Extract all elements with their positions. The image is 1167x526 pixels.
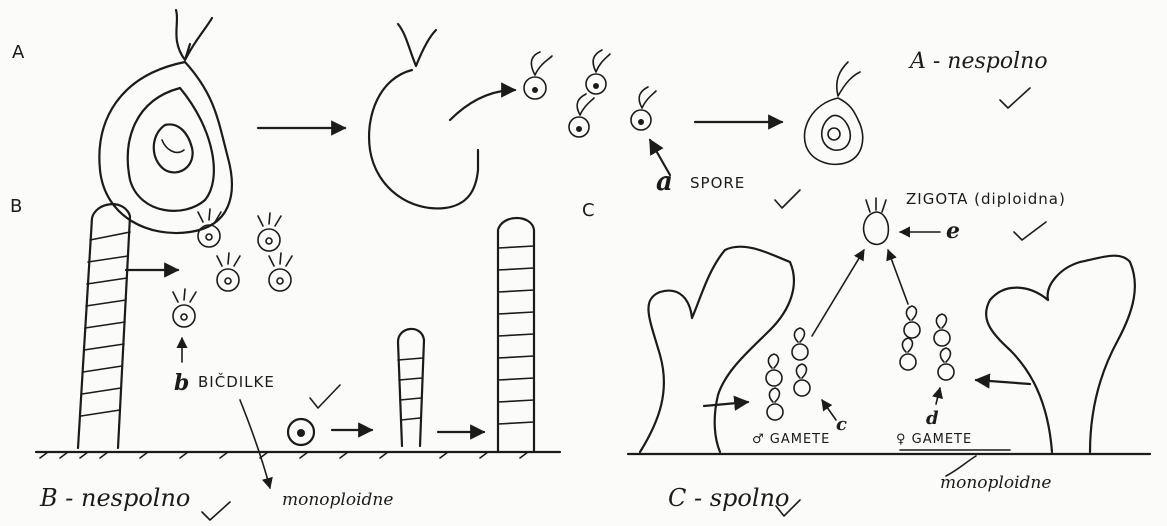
settled-cell [288, 419, 314, 445]
new-cell-a [804, 62, 862, 164]
caption-b: B - nespolno [39, 484, 190, 512]
swarmer [173, 289, 196, 327]
zygote [864, 198, 889, 244]
arrow-c-left [704, 402, 748, 406]
gamete-label-left: ♂ GAMETE [752, 432, 830, 447]
spore-label: SPORE [690, 174, 745, 192]
gamete [904, 306, 920, 338]
thallus-left [640, 247, 794, 452]
thallus-right [986, 256, 1135, 452]
gamete [934, 314, 950, 346]
swarmers-group [173, 209, 292, 327]
monoploid-note-b: monoploidne [282, 490, 393, 510]
arrow-monoploid-b [240, 400, 270, 488]
panel-b-letter: B [10, 196, 22, 217]
swarmer-label: BIČDILKE [198, 372, 275, 391]
arrow-fusion-right [888, 250, 908, 304]
swarmer [198, 209, 221, 247]
gametes-right-group [900, 306, 954, 380]
arrow-marker-d [936, 388, 940, 404]
spore-marker-a: a [656, 167, 673, 197]
checkmark [775, 190, 800, 208]
checkmark [310, 385, 340, 408]
spore [524, 52, 552, 99]
swarmer [258, 213, 281, 251]
checkmark [1014, 222, 1046, 240]
checkmark [202, 502, 230, 520]
panel-a: A [12, 10, 1048, 233]
arrow-fusion-left [812, 250, 864, 336]
panel-c: C e ZIGOTA (diploidna) [582, 190, 1150, 516]
caption-a: A - nespolno [908, 49, 1048, 74]
gamete [766, 354, 782, 386]
gamete [900, 338, 916, 370]
arrow-marker-c [822, 400, 836, 420]
swarmer [269, 253, 292, 291]
panel-c-letter: C [582, 200, 595, 221]
gametes-left-group [766, 328, 810, 420]
filament-young [398, 329, 424, 446]
gamete-label-right: ♀ GAMETE [896, 432, 972, 447]
gamete-marker-c: c [836, 414, 847, 435]
gamete-marker-d: d [926, 408, 939, 429]
spore [631, 87, 656, 130]
caption-c: C - spolno [668, 484, 789, 512]
filament-left [78, 204, 130, 448]
panel-a-letter: A [12, 42, 25, 63]
gamete [792, 328, 808, 360]
gamete [938, 348, 954, 380]
monoploid-note-c: monoploidne [940, 473, 1051, 493]
gamete [794, 364, 810, 396]
swarmer [217, 253, 240, 291]
spores-group [524, 50, 656, 137]
zygote-marker-e: e [946, 218, 960, 244]
arrow-c-right [976, 380, 1030, 384]
filament-mature [498, 218, 534, 452]
panel-b: B [10, 196, 560, 520]
arrow-a2 [450, 90, 515, 120]
swarmer-marker-b: b [174, 370, 189, 396]
spore [586, 50, 610, 94]
zygote-label: ZIGOTA (diploidna) [906, 190, 1066, 208]
parent-cell-a [99, 10, 232, 233]
empty-cell-wall [369, 24, 478, 208]
checkmark [1000, 88, 1030, 108]
spore [569, 94, 594, 137]
gamete [767, 388, 783, 420]
